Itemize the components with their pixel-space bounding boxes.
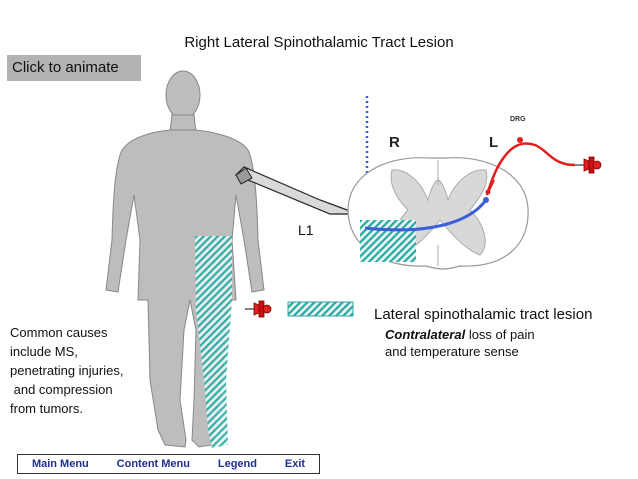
causes-line: from tumors. bbox=[10, 401, 83, 416]
exit-link[interactable]: Exit bbox=[284, 458, 306, 470]
lesion-legend-swatch bbox=[287, 301, 354, 317]
common-causes-text: Common causes include MS, penetrating in… bbox=[10, 323, 160, 418]
causes-line: include MS, bbox=[10, 344, 78, 359]
affected-region-left-leg bbox=[195, 236, 232, 448]
scalpel-icon bbox=[234, 166, 359, 215]
legend-link[interactable]: Legend bbox=[217, 458, 257, 470]
causes-line: penetrating injuries, bbox=[10, 363, 124, 378]
main-menu-link[interactable]: Main Menu bbox=[31, 458, 89, 470]
lesion-region-cord bbox=[360, 220, 416, 262]
page-title: Right Lateral Spinothalamic Tract Lesion bbox=[184, 34, 454, 51]
causes-line: and compression bbox=[10, 382, 113, 397]
label-left: L bbox=[489, 134, 499, 151]
lesion-description-line2: and temperature sense bbox=[385, 344, 519, 359]
content-menu-link[interactable]: Content Menu bbox=[116, 458, 190, 470]
animate-button[interactable]: Click to animate bbox=[7, 55, 141, 81]
label-right: R bbox=[389, 134, 400, 151]
causes-line: Common causes bbox=[10, 325, 108, 340]
label-drg: DRG bbox=[510, 116, 526, 123]
human-body-figure bbox=[105, 70, 265, 448]
pathway-red-afferent bbox=[485, 142, 576, 196]
pushpin-icon-leg bbox=[245, 300, 272, 318]
navigation-menu-bar: Main Menu Content Menu Legend Exit bbox=[17, 454, 320, 474]
lesion-title: Lateral spinothalamic tract lesion bbox=[374, 306, 593, 323]
lesion-description: Contralateral loss of pain and temperatu… bbox=[385, 326, 535, 360]
lesion-description-rest: loss of pain bbox=[465, 327, 535, 342]
label-spinal-level: L1 bbox=[298, 222, 314, 238]
lesion-emphasis: Contralateral bbox=[385, 327, 466, 342]
pathway-blue-tract bbox=[364, 199, 488, 232]
pushpin-icon bbox=[575, 156, 602, 174]
